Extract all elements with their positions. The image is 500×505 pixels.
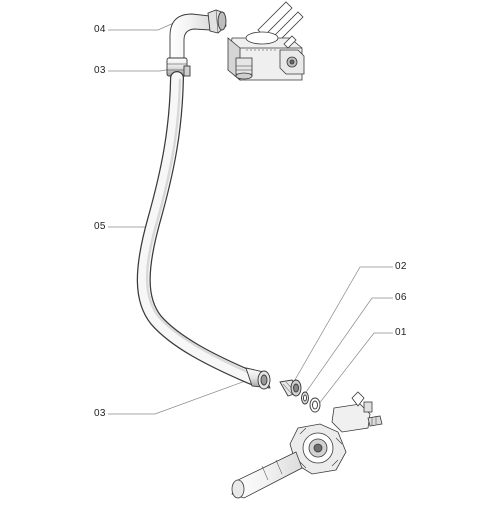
lower-pump-assembly [231, 391, 383, 499]
part-05-hose [136, 71, 259, 385]
part-03-bottom-clamp [245, 367, 271, 390]
part-02-connector [279, 379, 302, 397]
callout-03-top: 03 [94, 65, 106, 76]
leader-01 [317, 332, 393, 406]
callout-01: 01 [395, 327, 407, 338]
part-01-sealing-ring [309, 397, 321, 413]
callout-03-bottom: 03 [94, 408, 106, 419]
callout-02: 02 [395, 261, 407, 272]
leader-03-bottom [108, 379, 249, 415]
leader-06 [303, 297, 393, 396]
callout-04: 04 [94, 24, 106, 35]
part-06-washer [301, 391, 309, 405]
callout-06: 06 [395, 292, 407, 303]
leader-02 [291, 266, 393, 386]
leader-04 [108, 21, 177, 31]
leader-lines [108, 21, 393, 415]
callout-05: 05 [94, 221, 106, 232]
upper-valve-assembly [227, 1, 305, 81]
part-04-elbow-fitting [169, 9, 227, 59]
part-03-top-clamp [166, 57, 191, 77]
